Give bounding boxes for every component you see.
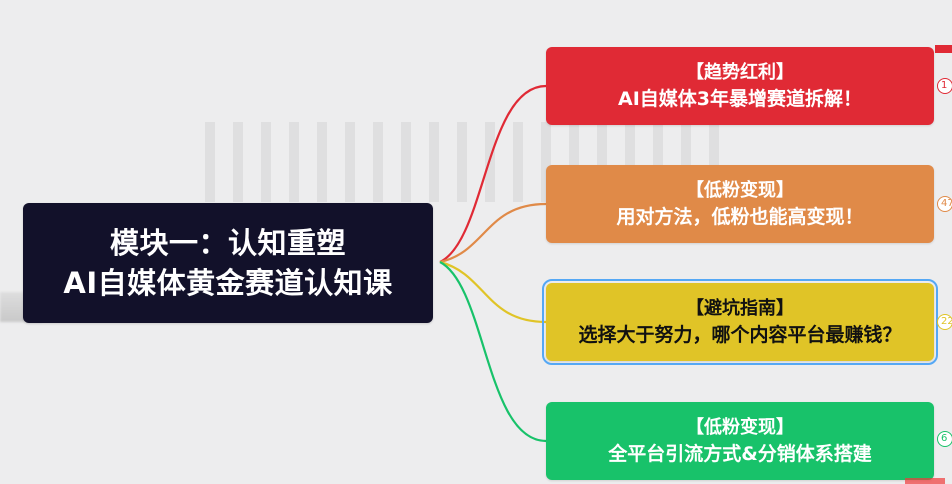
root-topic-node[interactable]: 模块一：认知重塑 AI自媒体黄金赛道认知课	[23, 203, 433, 323]
root-title-line1: 模块一：认知重塑	[109, 226, 346, 260]
branch-node-low-fans-monetize[interactable]: 【低粉变现】 用对方法，低粉也能高变现！	[546, 165, 934, 243]
branch-count-badge[interactable]: 1	[937, 78, 952, 94]
root-title-line2: AI自媒体黄金赛道认知课	[63, 266, 393, 300]
branch-count-badge[interactable]: 22	[937, 314, 952, 330]
branch-node-pitfall-guide[interactable]: 【避坑指南】 选择大于努力，哪个内容平台最赚钱？	[542, 279, 938, 365]
branch-count-badge[interactable]: 47	[937, 196, 952, 212]
edge-strip	[935, 45, 952, 53]
connector-yellow	[439, 260, 547, 324]
branch-title: 【趋势红利】	[686, 62, 794, 83]
branch-title: 【低粉变现】	[686, 180, 794, 201]
connector-orange	[439, 202, 547, 264]
corner-mark	[905, 478, 945, 484]
branch-text: 全平台引流方式&分销体系搭建	[608, 443, 872, 465]
branch-count-badge[interactable]: 6	[937, 431, 952, 447]
branch-text: 用对方法，低粉也能高变现！	[616, 206, 864, 228]
branch-title: 【避坑指南】	[686, 298, 794, 319]
branch-title: 【低粉变现】	[686, 417, 794, 438]
connector-red	[439, 84, 547, 263]
connector-green	[439, 261, 547, 443]
branch-text: 选择大于努力，哪个内容平台最赚钱？	[578, 324, 902, 346]
branch-node-traffic-distribution[interactable]: 【低粉变现】 全平台引流方式&分销体系搭建	[546, 402, 934, 480]
branch-text: AI自媒体3年暴增赛道拆解！	[618, 88, 862, 110]
branch-node-trend-bonus[interactable]: 【趋势红利】 AI自媒体3年暴增赛道拆解！	[546, 47, 934, 125]
